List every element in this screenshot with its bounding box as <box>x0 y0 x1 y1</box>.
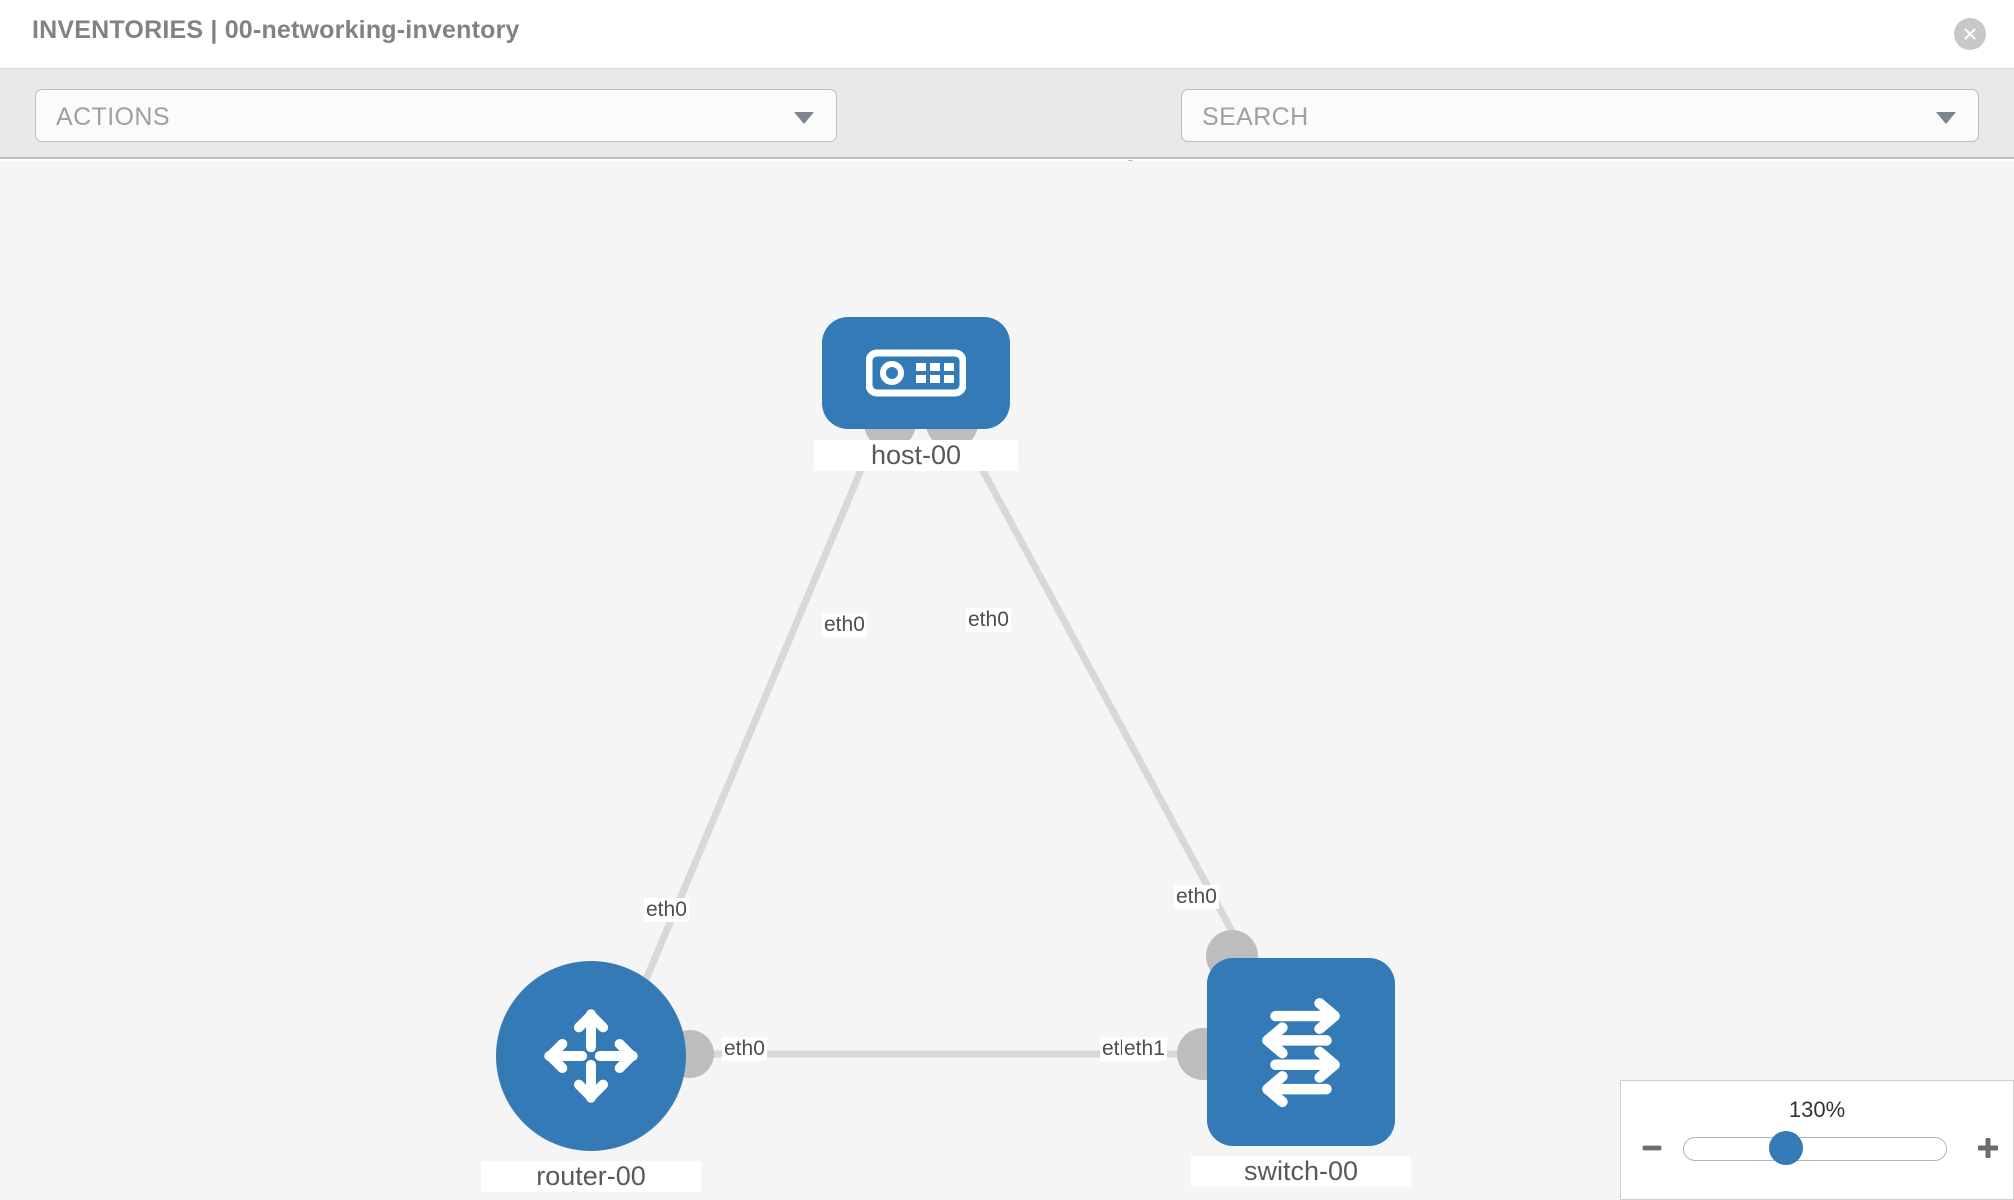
node-switch-00-shape[interactable] <box>1207 958 1395 1146</box>
switch-arrows-icon <box>1262 998 1340 1108</box>
interface-label-switch-left: eth1 <box>1122 1037 1167 1061</box>
interface-label-router-upper: eth0 <box>644 898 689 922</box>
node-host-00[interactable]: host-00 <box>814 317 1018 515</box>
close-icon[interactable] <box>1954 18 1986 50</box>
zoom-level-label: 130% <box>1788 1097 1846 1122</box>
zoom-control-panel: 130% <box>1620 1080 2014 1200</box>
node-router-00-shape[interactable] <box>496 961 686 1151</box>
node-host-00-shape[interactable] <box>822 317 1010 429</box>
node-host-00-label: host-00 <box>814 440 1018 471</box>
interface-label-host-left: eth0 <box>822 613 867 637</box>
zoom-out-button[interactable] <box>1635 1131 1669 1165</box>
node-router-00-label: router-00 <box>481 1161 701 1192</box>
zoom-slider-track[interactable] <box>1683 1137 1947 1161</box>
topology-canvas[interactable]: host-00 router-00 <box>0 161 2014 1200</box>
search-placeholder: SEARCH <box>1202 103 1309 131</box>
toolbar: ACTIONS SEARCH <box>0 68 2014 197</box>
actions-dropdown-label: ACTIONS <box>56 103 170 131</box>
chevron-down-icon <box>794 112 814 124</box>
interface-label-router-right: eth0 <box>722 1037 767 1061</box>
interface-label-host-right: eth0 <box>966 608 1011 632</box>
search-input[interactable]: SEARCH <box>1181 89 1979 142</box>
zoom-slider-thumb[interactable] <box>1769 1131 1803 1165</box>
server-icon <box>866 349 966 397</box>
zoom-in-button[interactable] <box>1971 1131 2005 1165</box>
node-switch-00[interactable]: switch-00 <box>1191 958 1411 1187</box>
router-arrows-icon <box>544 1009 638 1103</box>
page-header: INVENTORIES | 00-networking-inventory <box>0 0 2014 68</box>
node-router-00[interactable]: router-00 <box>481 961 701 1192</box>
page-title: INVENTORIES | 00-networking-inventory <box>32 16 520 44</box>
chevron-down-icon[interactable] <box>1936 112 1956 124</box>
node-switch-00-label: switch-00 <box>1191 1156 1411 1187</box>
interface-label-switch-upper: eth0 <box>1174 885 1219 909</box>
actions-dropdown[interactable]: ACTIONS <box>35 89 837 142</box>
